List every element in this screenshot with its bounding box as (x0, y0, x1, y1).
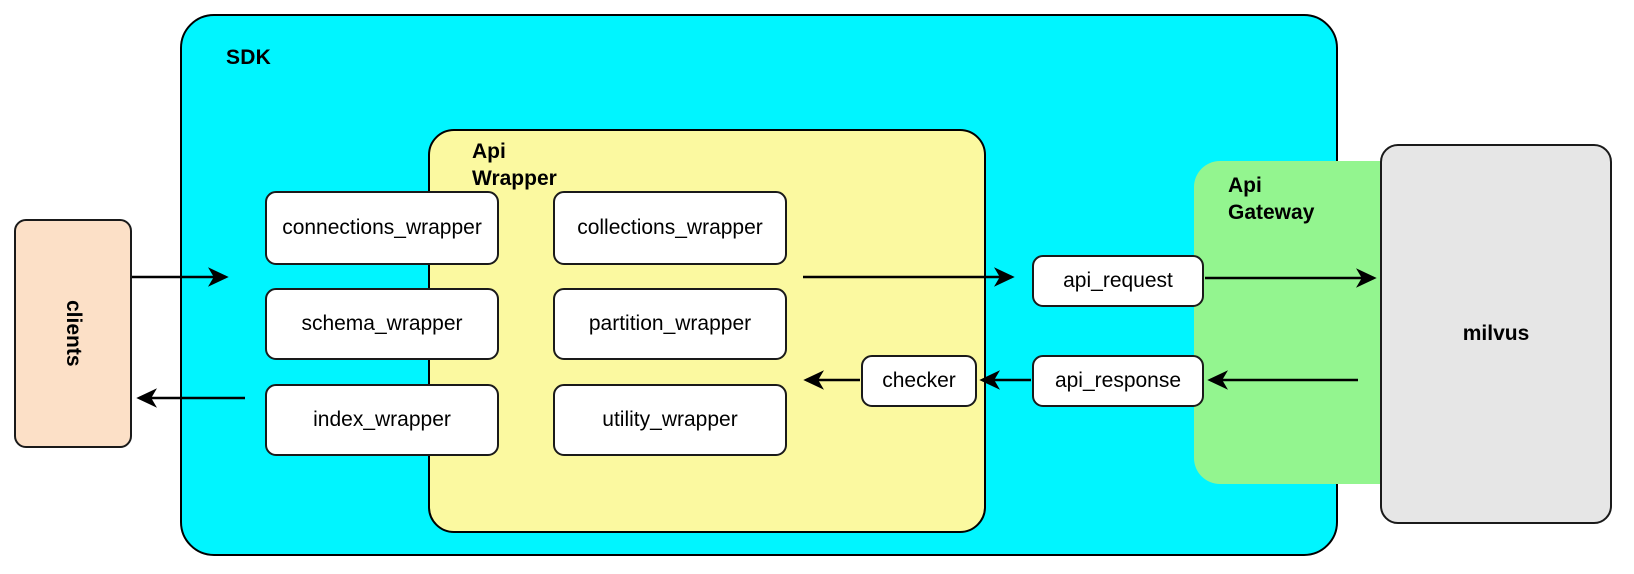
node-checker[interactable]: checker (861, 355, 977, 407)
milvus-label: milvus (1462, 322, 1530, 345)
milvus-node[interactable]: milvus (1380, 144, 1612, 524)
node-label: api_request (1063, 269, 1173, 292)
node-label: index_wrapper (313, 408, 451, 431)
node-schema-wrapper[interactable]: schema_wrapper (265, 288, 499, 360)
clients-label: clients (62, 300, 85, 367)
clients-node[interactable]: clients (14, 219, 132, 448)
node-connections-wrapper[interactable]: connections_wrapper (265, 191, 499, 265)
api-gateway-title-line1: Api (1228, 174, 1262, 197)
node-api-request[interactable]: api_request (1032, 255, 1204, 307)
api-gateway-title: Api Gateway (1228, 173, 1314, 227)
node-utility-wrapper[interactable]: utility_wrapper (553, 384, 787, 456)
api-wrapper-title-line1: Api (472, 140, 506, 163)
api-gateway-title-line2: Gateway (1228, 200, 1315, 224)
node-label: api_response (1054, 369, 1182, 392)
node-index-wrapper[interactable]: index_wrapper (265, 384, 499, 456)
node-label: partition_wrapper (588, 312, 752, 335)
node-api-response[interactable]: api_response (1032, 355, 1204, 407)
node-collections-wrapper[interactable]: collections_wrapper (553, 191, 787, 265)
node-label: schema_wrapper (301, 312, 463, 335)
api-wrapper-title-line2: Wrapper (472, 166, 557, 190)
node-label: checker (882, 369, 956, 392)
node-label: collections_wrapper (577, 216, 763, 239)
node-partition-wrapper[interactable]: partition_wrapper (553, 288, 787, 360)
sdk-title: SDK (226, 46, 271, 69)
node-label: utility_wrapper (602, 408, 738, 431)
api-wrapper-title: Api Wrapper (472, 139, 557, 193)
node-label: connections_wrapper (282, 216, 482, 239)
